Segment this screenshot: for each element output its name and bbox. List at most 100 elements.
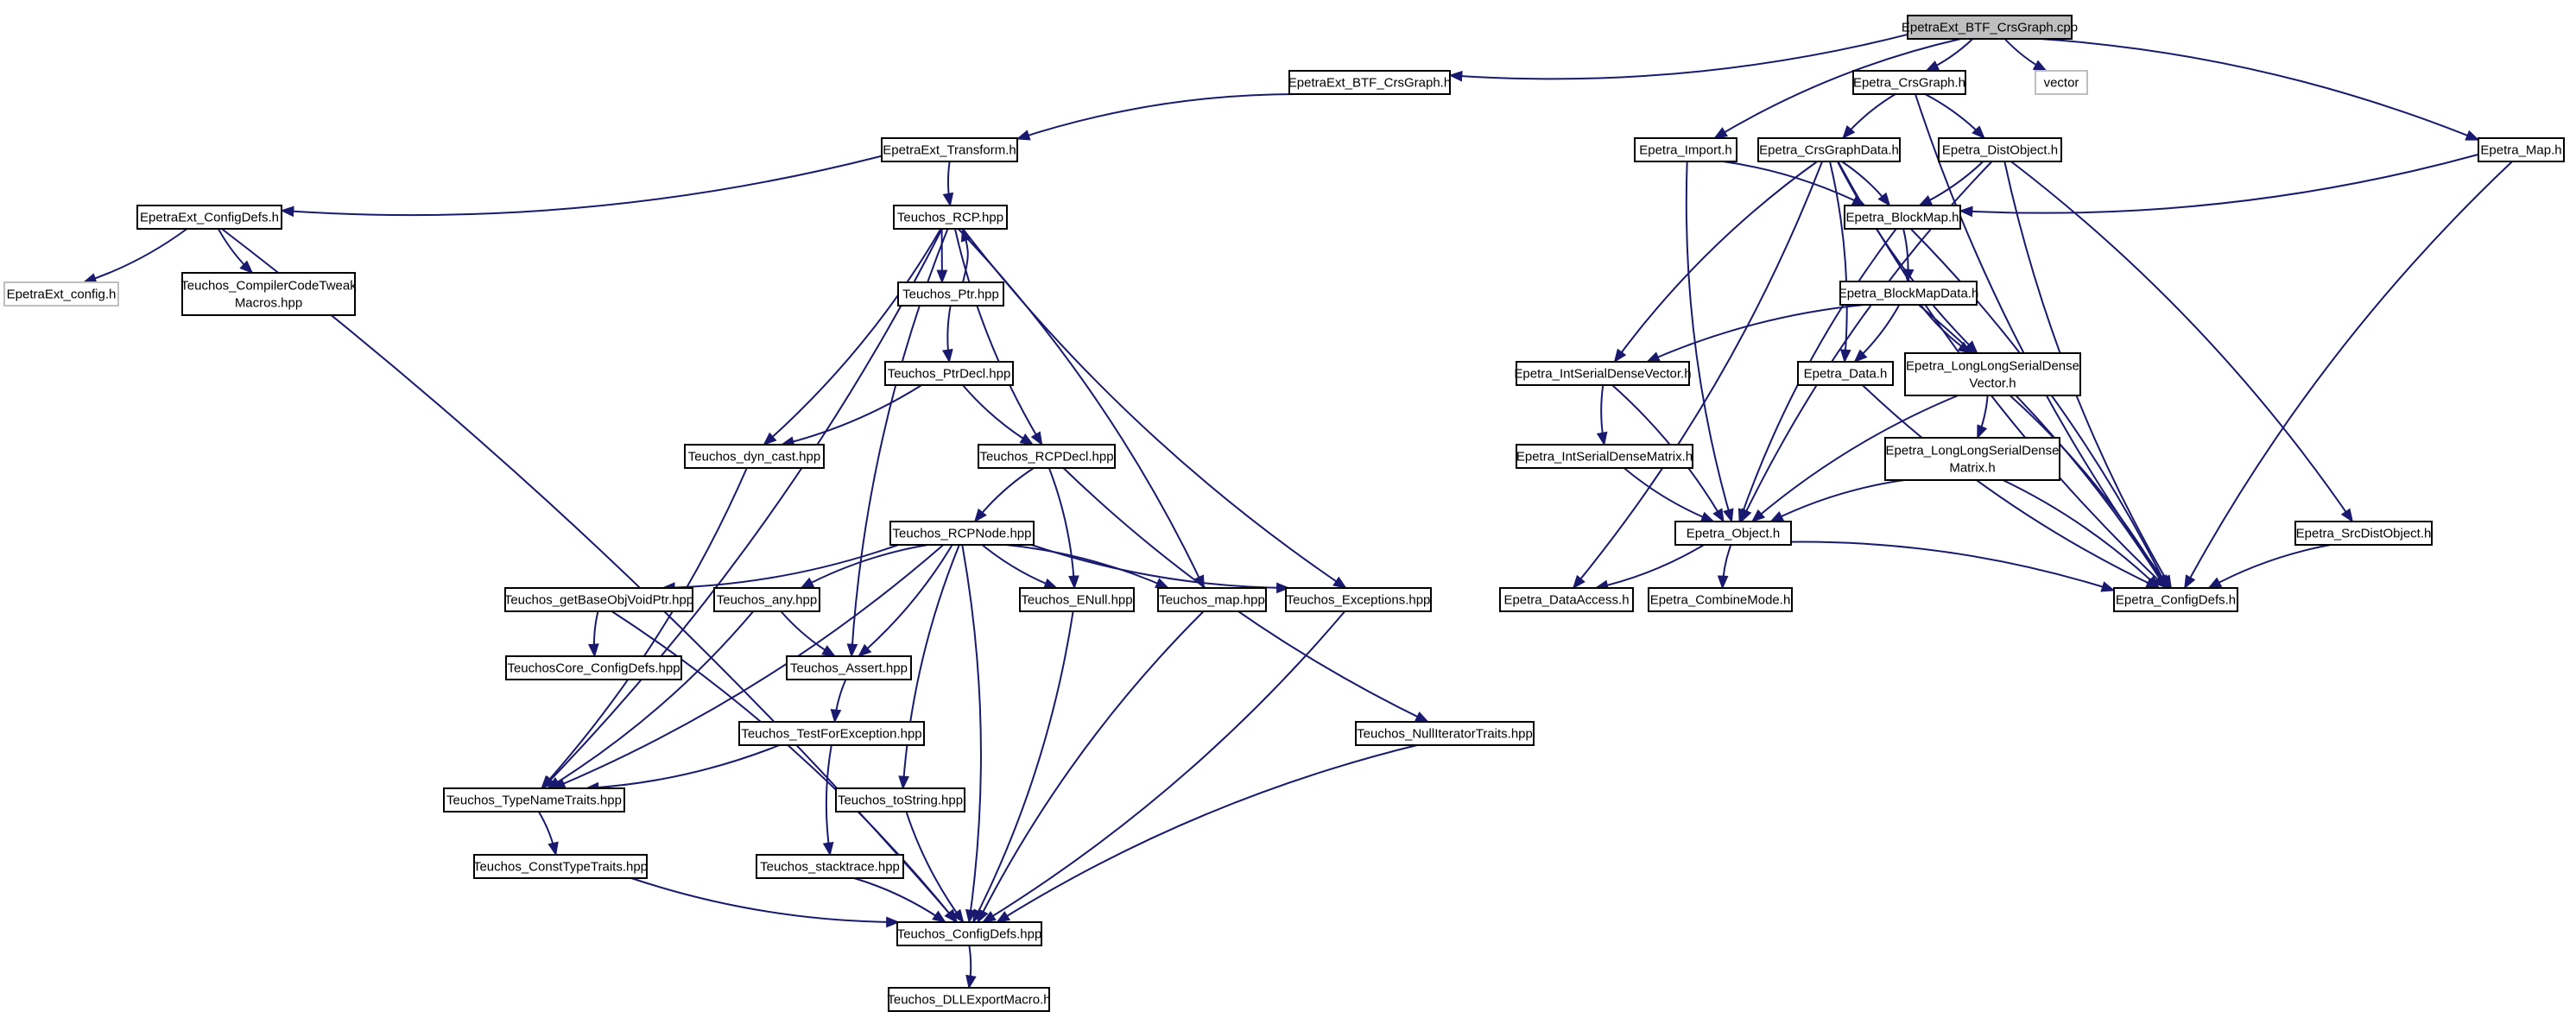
node-box <box>1797 361 1894 386</box>
node-label: Teuchos_ConstTypeTraits.hpp <box>473 860 648 875</box>
node-ptr[interactable]: Teuchos_Ptr.hpp <box>897 281 1004 307</box>
node-enull[interactable]: Teuchos_ENull.hpp <box>1019 587 1135 612</box>
node-dllexport[interactable]: Teuchos_DLLExportMacro.h <box>887 987 1051 1012</box>
edge-getbase-to-corecfg <box>587 610 599 658</box>
node-box <box>181 272 356 316</box>
edge-getbase-to-tconfigdefs <box>611 610 958 924</box>
edge-btf_h-to-transform <box>1016 93 1297 141</box>
node-label: Teuchos_RCPNode.hpp <box>893 527 1032 541</box>
edge-rcpnode-to-assert <box>858 544 953 658</box>
edge-rcp-to-typename <box>541 228 943 790</box>
edge-rcpnode-to-tconfigdefs <box>961 544 982 924</box>
node-corecfg[interactable]: TeuchosCore_ConfigDefs.hpp <box>505 655 682 680</box>
edge-ext_configdefs-to-tconfigdefs <box>221 228 959 924</box>
node-import[interactable]: Epetra_Import.h <box>1634 137 1737 162</box>
node-rcpnode[interactable]: Teuchos_RCPNode.hpp <box>889 521 1035 546</box>
node-label: Epetra_BlockMapData.h <box>1839 287 1979 301</box>
node-box <box>1757 137 1901 162</box>
node-typename[interactable]: Teuchos_TypeNameTraits.hpp <box>443 787 625 813</box>
node-ptrdecl[interactable]: Teuchos_PtrDecl.hpp <box>884 361 1014 386</box>
edge-dyncast-to-typename <box>541 467 748 790</box>
node-vector[interactable]: vector <box>2035 70 2088 95</box>
edge-blockmap-to-econfigdefs <box>1909 228 2168 590</box>
node-label: Epetra_ConfigDefs.h <box>2116 593 2236 608</box>
node-box <box>443 787 625 813</box>
node-label: Teuchos_map.hpp <box>1159 593 1265 608</box>
node-box <box>1904 352 2081 396</box>
node-label: Epetra_IntSerialDenseMatrix.h <box>1516 450 1693 465</box>
edge-crsgraph-to-econfigdefs <box>1914 93 2171 590</box>
edge-rcpnode-to-any <box>800 544 928 589</box>
node-box <box>504 587 693 612</box>
edge-llvec-to-llmat <box>1976 395 1989 439</box>
node-box <box>713 587 820 612</box>
node-crsgraphdata[interactable]: Epetra_CrsGraphData.h <box>1757 137 1901 162</box>
edge-crsgraphdata-to-intvec <box>1613 161 1818 364</box>
node-econfigdefs[interactable]: Epetra_ConfigDefs.h <box>2113 587 2238 612</box>
edge-root-to-map_h <box>2040 38 2480 142</box>
node-data[interactable]: Epetra_Data.h <box>1797 361 1894 386</box>
edge-transform-to-ext_configdefs <box>280 155 883 218</box>
node-crsgraph[interactable]: Epetra_CrsGraph.h <box>1852 70 1966 95</box>
node-dataaccess[interactable]: Epetra_DataAccess.h <box>1499 587 1634 612</box>
node-ext_configdefs[interactable]: EpetraExt_ConfigDefs.h <box>136 205 282 230</box>
node-btf_h[interactable]: EpetraExt_BTF_CrsGraph.h <box>1288 70 1451 95</box>
node-getbase[interactable]: Teuchos_getBaseObjVoidPtr.hpp <box>504 587 693 612</box>
node-label: Teuchos_Exceptions.hpp <box>1287 593 1431 608</box>
node-srcdist[interactable]: Epetra_SrcDistObject.h <box>2294 521 2433 546</box>
node-exceptions[interactable]: Teuchos_Exceptions.hpp <box>1285 587 1432 612</box>
node-label: Teuchos_toString.hpp <box>838 794 963 808</box>
node-box <box>1907 15 2073 40</box>
node-label: Teuchos_Assert.hpp <box>790 661 908 676</box>
edge-crsgraphdata-to-llvec <box>1836 161 1978 355</box>
node-testforexc[interactable]: Teuchos_TestForException.hpp <box>738 721 925 746</box>
node-distobject[interactable]: Epetra_DistObject.h <box>1938 137 2062 162</box>
node-stacktrace[interactable]: Teuchos_stacktrace.hpp <box>756 854 904 879</box>
node-intvec[interactable]: Epetra_IntSerialDenseVector.h <box>1514 361 1692 386</box>
node-transform[interactable]: EpetraExt_Transform.h <box>881 137 1018 162</box>
node-label: Teuchos_any.hpp <box>717 593 817 608</box>
node-intmat[interactable]: Epetra_IntSerialDenseMatrix.h <box>1516 444 1693 469</box>
node-object[interactable]: Epetra_Object.h <box>1674 521 1792 546</box>
node-rcp[interactable]: Teuchos_RCP.hpp <box>893 205 1008 230</box>
node-map_hpp[interactable]: Teuchos_map.hpp <box>1157 587 1267 612</box>
node-blockmap[interactable]: Epetra_BlockMap.h <box>1844 205 1961 230</box>
node-ext_config[interactable]: EpetraExt_config.h <box>3 281 119 307</box>
node-label: Teuchos_dyn_cast.hpp <box>688 450 820 465</box>
node-tconfigdefs[interactable]: Teuchos_ConfigDefs.hpp <box>896 921 1042 946</box>
edge-map_hpp-to-tconfigdefs <box>977 610 1205 924</box>
node-consttype[interactable]: Teuchos_ConstTypeTraits.hpp <box>473 854 648 879</box>
edge-distobject-to-blockmap <box>1918 161 1984 206</box>
edge-object-to-econfigdefs <box>1790 541 2116 592</box>
node-box <box>136 205 282 230</box>
node-map_h[interactable]: Epetra_Map.h <box>2478 137 2565 162</box>
node-any[interactable]: Teuchos_any.hpp <box>713 587 820 612</box>
edge-crsgraphdata-to-data <box>1829 161 1851 364</box>
node-nulliter[interactable]: Teuchos_NullIteratorTraits.hpp <box>1355 721 1535 746</box>
node-rcpdecl[interactable]: Teuchos_RCPDecl.hpp <box>978 444 1116 469</box>
edge-ptrdecl-to-dyncast <box>780 384 922 447</box>
edge-exceptions-to-tconfigdefs <box>981 610 1346 923</box>
edge-llvec-to-object <box>1750 395 1959 523</box>
node-blockmapdata[interactable]: Epetra_BlockMapData.h <box>1839 281 1979 306</box>
node-label: Epetra_CombineMode.h <box>1650 593 1791 608</box>
edge-map_h-to-blockmap <box>1959 153 2479 218</box>
node-label: Teuchos_ENull.hpp <box>1021 593 1132 608</box>
node-label: EpetraExt_BTF_CrsGraph.h <box>1288 76 1451 91</box>
edge-stacktrace-to-tconfigdefs <box>853 877 946 923</box>
node-root[interactable]: EpetraExt_BTF_CrsGraph.cpp <box>1902 15 2078 40</box>
edge-nulliter-to-tconfigdefs <box>996 744 1418 923</box>
node-dyncast[interactable]: Teuchos_dyn_cast.hpp <box>684 444 825 469</box>
node-label: Epetra_Map.h <box>2480 143 2561 158</box>
node-label: EpetraExt_config.h <box>7 288 117 302</box>
node-assert[interactable]: Teuchos_Assert.hpp <box>786 655 912 680</box>
node-label: EpetraExt_ConfigDefs.h <box>140 211 279 225</box>
node-combinemode[interactable]: Epetra_CombineMode.h <box>1648 587 1793 612</box>
edge-rcpnode-to-map_hpp <box>1005 544 1170 589</box>
edge-object-to-dataaccess <box>1594 544 1705 591</box>
edge-any-to-typename <box>546 610 755 789</box>
node-tostring[interactable]: Teuchos_toString.hpp <box>835 787 965 813</box>
